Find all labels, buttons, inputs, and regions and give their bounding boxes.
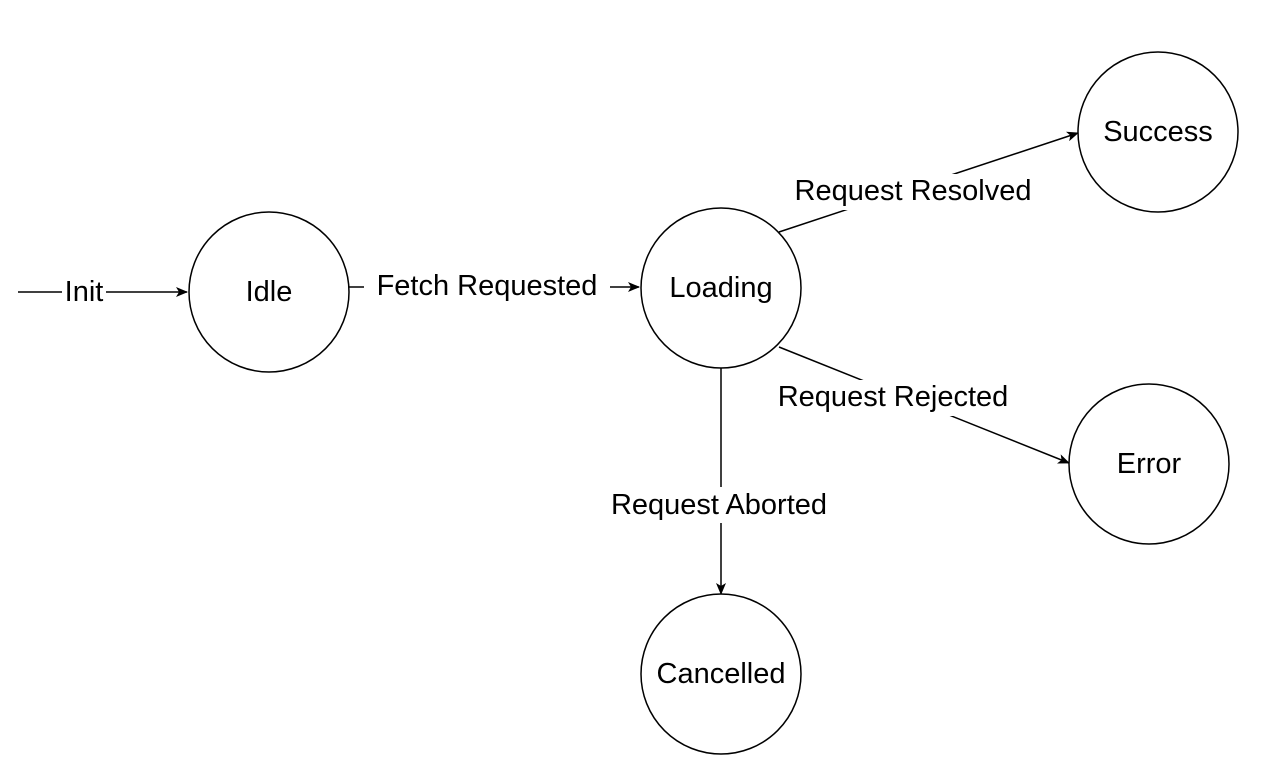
state-cancelled: Cancelled (640, 593, 802, 755)
state-error-circle (1068, 383, 1230, 545)
state-success-label: Success (1103, 116, 1213, 148)
state-idle-label: Idle (246, 276, 293, 308)
state-loading: Loading (640, 207, 802, 369)
state-error-label: Error (1117, 448, 1182, 480)
edge-request-rejected-label: Request Rejected (778, 381, 1009, 413)
state-cancelled-label: Cancelled (657, 658, 786, 690)
state-success-circle (1077, 51, 1239, 213)
edge-request-rejected: Request Rejected (764, 346, 1070, 464)
state-success: Success (1077, 51, 1239, 213)
edge-request-resolved-label: Request Resolved (795, 175, 1032, 207)
edge-init: Init (18, 274, 188, 310)
edge-fetch-requested: Fetch Requested (349, 268, 640, 304)
edge-fetch-requested-label: Fetch Requested (377, 270, 598, 302)
state-error: Error (1068, 383, 1230, 545)
edge-request-aborted: Request Aborted (597, 368, 841, 595)
state-loading-label: Loading (669, 272, 772, 304)
edge-request-aborted-label: Request Aborted (611, 489, 827, 521)
state-loading-circle (640, 207, 802, 369)
state-cancelled-circle (640, 593, 802, 755)
edge-request-resolved: Request Resolved (778, 131, 1079, 233)
edge-init-label: Init (65, 276, 104, 308)
state-idle: Idle (188, 211, 350, 373)
state-idle-circle (188, 211, 350, 373)
